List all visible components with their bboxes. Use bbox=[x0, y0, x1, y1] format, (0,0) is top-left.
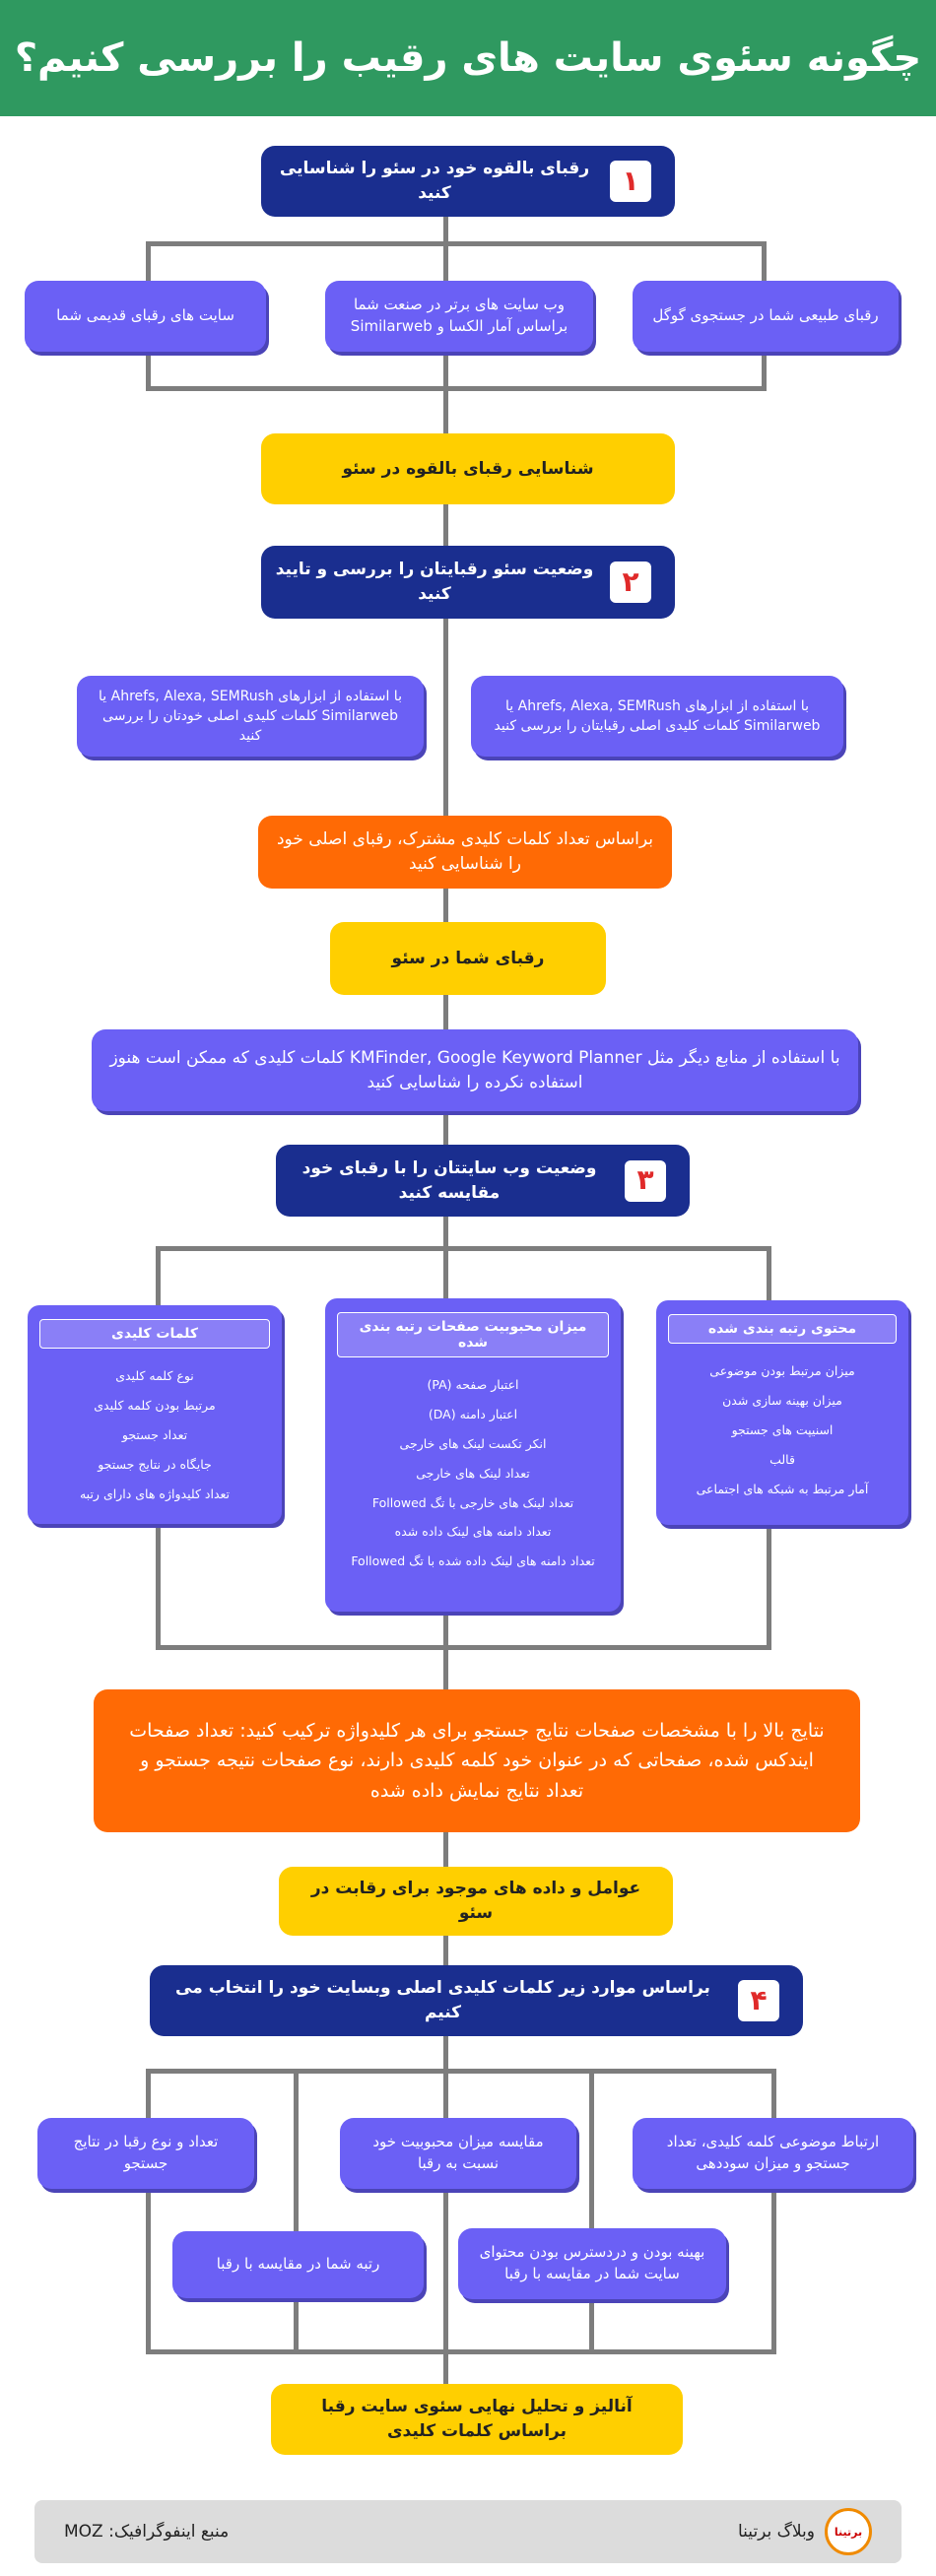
step3-card-popularity: میزان محبوبیت صفحات رتبه بندی شده اعتبار… bbox=[325, 1298, 621, 1612]
footer-source: منبع اینفوگرافیک: MOZ bbox=[64, 2522, 230, 2542]
step2-title: ۲ وضعیت سئو رقبایتان را بررسی و تایید کن… bbox=[261, 546, 675, 619]
step3-title-text: وضعیت وب سایتتان را با رقبای خود مقایسه … bbox=[301, 1157, 597, 1203]
step4-result: آنالیز و تحلیل نهایی سئوی سایت رقبا براس… bbox=[271, 2384, 683, 2455]
list-item: جایگاه در نتایج جستجو bbox=[98, 1456, 212, 1472]
step1-box-2: وب سایت های برتر در صنعت شما براساس آمار… bbox=[325, 281, 593, 352]
step2-box-2: با استفاده از ابزارهای Ahrefs, Alexa, SE… bbox=[77, 676, 424, 757]
step2-tools: با استفاده از منابع دیگر مثل KMFinder, G… bbox=[92, 1029, 858, 1111]
step4-box-1: ارتباط موضوعی کلمه کلیدی، تعداد جستجو و … bbox=[633, 2118, 913, 2189]
list-item: مرتبط بودن کلمه کلیدی bbox=[94, 1397, 216, 1413]
step1-title: ۱ رقبای بالقوه خود در سئو را شناسایی کنی… bbox=[261, 146, 675, 217]
list-item: اعتبار صفحه (PA) bbox=[427, 1377, 519, 1392]
step3-card-keywords: کلمات کلیدی نوع کلمه کلیدی مرتبط بودن کل… bbox=[28, 1305, 282, 1524]
step4-number: ۴ bbox=[738, 1980, 779, 2021]
step1-title-text: رقبای بالقوه خود در سئو را شناسایی کنید bbox=[279, 159, 590, 203]
step2-box-1: با استفاده از ابزارهای Ahrefs, Alexa, SE… bbox=[471, 676, 843, 757]
step1-box-1: رقبای طبیعی شما در جستجوی گوگل bbox=[633, 281, 899, 352]
step1-box-3: سایت های رقبای قدیمی شما bbox=[25, 281, 266, 352]
brand-name: وبلاگ برتینا bbox=[738, 2522, 815, 2542]
footer-brand: برتینا وبلاگ برتینا bbox=[738, 2508, 872, 2555]
step3-title: ۳ وضعیت وب سایتتان را با رقبای خود مقایس… bbox=[276, 1145, 690, 1217]
step4-box-4: بهینه بودن و دردسترس بودن محتوای سایت شم… bbox=[458, 2228, 726, 2299]
step1-number: ۱ bbox=[610, 161, 651, 202]
list-item: تعداد لینک های خارجی با تگ Followed bbox=[371, 1494, 574, 1510]
step4-title-text: براساس موارد زیر کلمات کلیدی اصلی وبسایت… bbox=[175, 1978, 710, 2022]
step3-result: عوامل و داده های موجود برای رقابت در سئو bbox=[279, 1867, 673, 1936]
list-item: تعداد دامنه های لینک داده شده با تگ Foll… bbox=[351, 1553, 595, 1569]
step4-box-2: مقایسه میزان محبوبیت خود نسبت به رقبا bbox=[340, 2118, 576, 2189]
logo: برتینا bbox=[825, 2508, 872, 2555]
step2-result: رقبای شما در سئو bbox=[330, 922, 606, 995]
list-item: اسنیپت های جستجو bbox=[731, 1421, 834, 1437]
list-item: انکر تکست لینک های خارجی bbox=[399, 1435, 547, 1451]
list-item: تعداد جستجو bbox=[121, 1426, 188, 1442]
step1-result: شناسایی رقبای بالقوه در سئو bbox=[261, 433, 675, 504]
list-item: قالب bbox=[769, 1451, 795, 1467]
list-item: تعداد دامنه های لینک داده شده bbox=[394, 1524, 552, 1540]
list-item: تعداد کلیدواژه های دارای رتبه bbox=[79, 1486, 231, 1501]
card-content-title: محتوی رتبه بندی شده bbox=[668, 1314, 897, 1344]
step4-box-3: تعداد و نوع رقبا در نتایج جستجو bbox=[37, 2118, 254, 2189]
list-item: اعتبار دامنه (DA) bbox=[428, 1406, 518, 1421]
list-item: میزان بهینه سازی شدن bbox=[722, 1392, 842, 1408]
footer: برتینا وبلاگ برتینا منبع اینفوگرافیک: MO… bbox=[34, 2500, 902, 2563]
page-title: چگونه سئوی سایت های رقیب را بررسی کنیم؟ bbox=[0, 0, 936, 116]
list-item: نوع کلمه کلیدی bbox=[115, 1368, 194, 1383]
step3-orange: نتایج بالا را با مشخصات صفحات نتایج جستج… bbox=[94, 1689, 860, 1832]
step3-card-content: محتوی رتبه بندی شده میزان مرتبط بودن موض… bbox=[656, 1300, 908, 1525]
step4-box-5: رتبه شما در مقایسه با رقبا bbox=[172, 2231, 424, 2298]
list-item: آمار مرتبط به شبکه های اجتماعی bbox=[696, 1481, 869, 1496]
step2-title-text: وضعیت سئو رقبایتان را بررسی و تایید کنید bbox=[275, 560, 594, 604]
step2-number: ۲ bbox=[610, 561, 651, 603]
card-popularity-title: میزان محبوبیت صفحات رتبه بندی شده bbox=[337, 1312, 609, 1357]
card-keywords-title: کلمات کلیدی bbox=[39, 1319, 270, 1349]
step2-orange: براساس تعداد کلمات کلیدی مشترک، رقبای اص… bbox=[258, 816, 672, 889]
step4-title: ۴ براساس موارد زیر کلمات کلیدی اصلی وبسا… bbox=[150, 1965, 803, 2036]
step3-number: ۳ bbox=[625, 1159, 666, 1202]
list-item: میزان مرتبط بودن موضوعی bbox=[709, 1363, 855, 1378]
list-item: تعداد لینک های خارجی bbox=[416, 1465, 530, 1481]
